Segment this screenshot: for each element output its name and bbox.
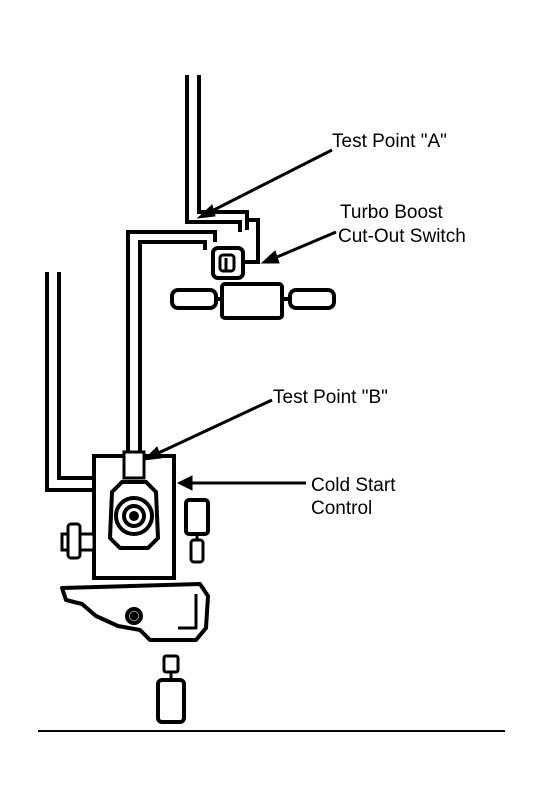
turbo-boost-label-line1: Turbo Boost: [340, 202, 444, 223]
test-point-a-label: Test Point "A": [332, 131, 447, 152]
test-point-a-arrow: [205, 148, 333, 216]
cold-start-label-line1: Cold Start: [311, 475, 396, 496]
left-vacuum-hose: [45, 272, 94, 492]
callout-arrows: [142, 148, 337, 491]
connecting-vacuum-hose: [126, 218, 260, 460]
test-point-b-label: Test Point "B": [273, 387, 388, 408]
throttle-lever-bracket: [60, 582, 210, 724]
turbo-boost-label-line2: Cut-Out Switch: [338, 226, 466, 247]
turbo-switch-arrow: [269, 230, 337, 262]
turbo-boost-cutout-switch: [170, 246, 336, 320]
cold-start-control: [60, 450, 210, 580]
upper-vacuum-hose: [185, 75, 249, 232]
test-point-b-arrow: [151, 398, 273, 458]
cold-start-label-line2: Control: [311, 498, 372, 519]
